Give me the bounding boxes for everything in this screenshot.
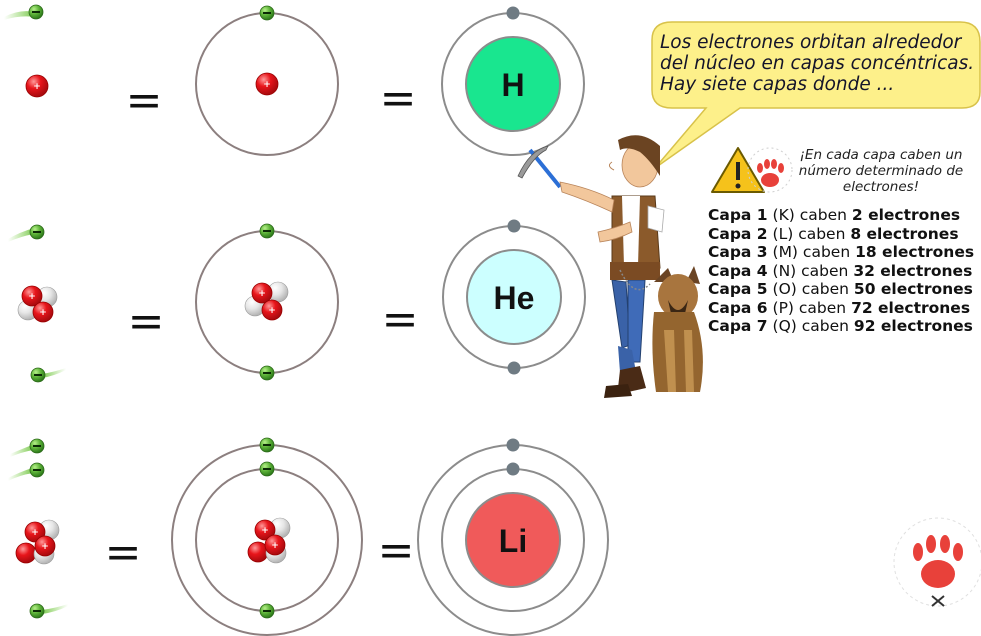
proton-sign: + <box>31 528 39 538</box>
shell-capacity-list: Capa 1 (K) caben 2 electrones Capa 2 (L)… <box>708 206 974 336</box>
shell-item: Capa 6 (P) caben 72 electrones <box>708 298 971 317</box>
free-electron <box>8 462 45 481</box>
atom-symbol-hydrogen: H <box>441 6 585 156</box>
proton-sign: + <box>268 306 276 316</box>
bohr-model-lithium: + + <box>171 437 363 636</box>
bubble-line: Los electrones orbitan alrededor <box>660 32 962 53</box>
helium-row: + + = + + = He <box>8 219 586 383</box>
note-line: electrones! <box>842 179 920 195</box>
equals-sign: = <box>128 296 165 347</box>
free-electron <box>29 603 68 619</box>
proton-sign: + <box>271 541 279 551</box>
bubble-line: del núcleo en capas concéntricas. <box>660 53 975 74</box>
free-electron <box>4 4 44 20</box>
dog-figure <box>652 266 703 392</box>
proton-sign: + <box>39 308 47 318</box>
geologist-figure <box>517 135 665 398</box>
atom-symbol: He <box>494 280 535 316</box>
free-electron <box>8 224 45 242</box>
free-nucleus: + + <box>17 285 58 323</box>
atom-symbol-helium: He <box>442 219 586 375</box>
free-proton: + <box>25 74 49 98</box>
equals-sign: = <box>126 75 163 126</box>
shell-item: Capa 1 (K) caben 2 electrones <box>708 206 961 224</box>
atom-symbol-lithium: Li <box>417 438 609 636</box>
proton-sign: + <box>258 289 266 299</box>
bohr-model-hydrogen: + <box>195 5 339 156</box>
paw-logo-icon <box>747 147 793 193</box>
equals-sign: = <box>380 73 417 124</box>
proton-sign: + <box>28 292 36 302</box>
maestro-logo <box>893 517 981 607</box>
shell-item: Capa 7 (Q) caben 92 electrones <box>708 317 973 335</box>
shell-item: Capa 2 (L) caben 8 electrones <box>708 224 959 243</box>
bubble-line: Hay siete capas donde ... <box>660 74 895 95</box>
free-nucleus: + + <box>15 519 60 565</box>
atom-symbol: H <box>501 67 524 103</box>
note-line: número determinado de <box>798 163 964 179</box>
proton-sign: + <box>261 526 269 536</box>
note-line: ¡En cada capa caben un <box>799 147 963 163</box>
proton-sign: + <box>41 542 49 552</box>
shell-item: Capa 4 (N) caben 32 electrones <box>708 261 973 280</box>
warning-icon <box>711 147 765 193</box>
speech-bubble <box>651 21 981 169</box>
equals-sign: = <box>378 525 415 576</box>
equals-sign: = <box>382 294 419 345</box>
free-electron <box>30 367 66 383</box>
free-electron <box>10 438 45 457</box>
proton-sign: + <box>33 82 41 92</box>
shell-item: Capa 3 (M) caben 18 electrones <box>708 243 975 261</box>
equals-sign: = <box>105 527 142 578</box>
hydrogen-row: + = + = H <box>4 4 585 156</box>
proton-sign: + <box>263 80 271 90</box>
lithium-row: + + = + + = <box>8 437 609 636</box>
shell-item: Capa 5 (O) caben 50 electrones <box>708 280 973 298</box>
atom-symbol: Li <box>499 523 527 559</box>
capacity-note: ¡En cada capa caben un número determinad… <box>790 147 972 195</box>
bohr-model-helium: + + <box>195 223 339 381</box>
speech-bubble-text: Los electrones orbitan alrededor del núc… <box>660 32 980 95</box>
